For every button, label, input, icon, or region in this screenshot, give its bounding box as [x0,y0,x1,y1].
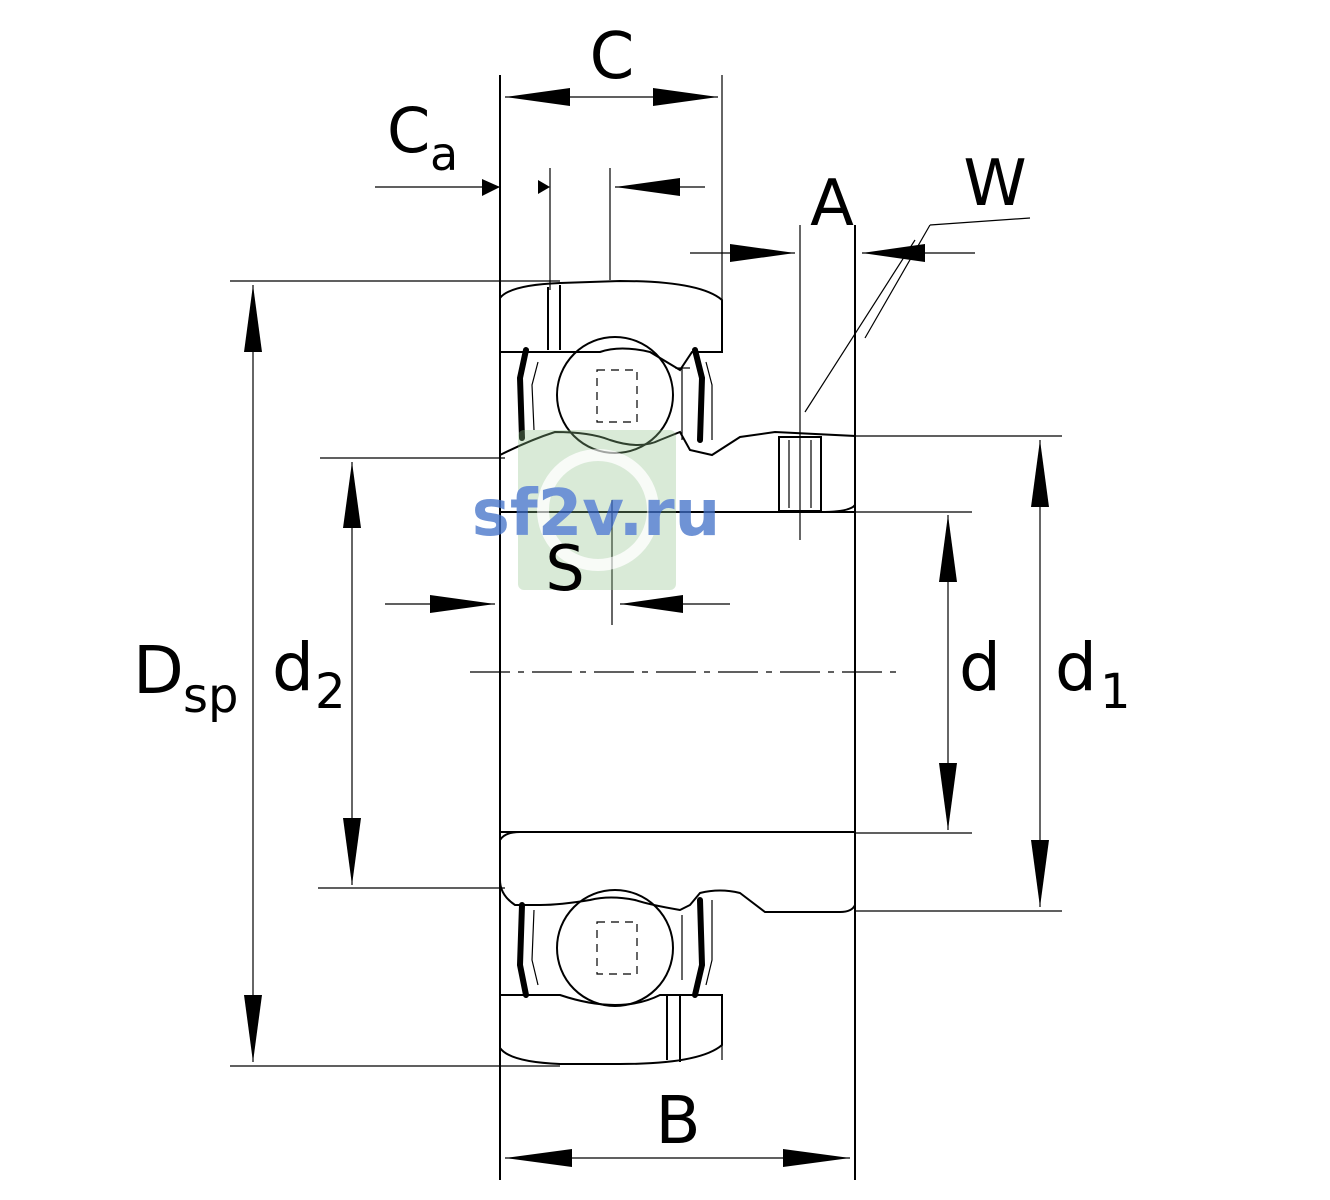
labels: C C a A W S D sp d 2 d d 1 B [133,20,1131,1159]
extension-lines [230,168,1062,1067]
label-S: S [545,532,584,605]
label-B: B [655,1082,700,1159]
dimension-Dsp [244,285,262,1062]
dimension-d2 [343,462,361,885]
inner-ring-top [499,430,856,513]
dimension-d [939,515,957,830]
label-d1-sub: 1 [1100,664,1131,720]
label-W: W [963,147,1026,221]
set-screw [778,412,822,540]
dimension-A [690,244,975,262]
seals [516,347,713,998]
label-d: d [959,629,1001,706]
label-d2-sub: 2 [315,664,346,720]
label-A: A [810,167,854,241]
label-C: C [590,20,635,94]
label-Ca-sub: a [430,127,458,181]
label-Ca-main: C [387,94,430,167]
label-d1-main: d [1055,629,1097,706]
dimension-d1 [1031,440,1049,907]
ball-bottom [556,889,674,1007]
label-d2-main: d [272,629,314,706]
label-Dsp-sub: sp [183,668,238,724]
outer-ring-top [499,279,723,372]
label-Dsp-main: D [133,632,184,709]
dimension-Ca [375,178,705,196]
inner-ring-bottom [499,831,856,913]
outline [470,75,900,1180]
watermark: sf2v.ru [472,430,720,590]
dimension-C [505,88,718,106]
dimension-B [505,1149,850,1167]
watermark-text: sf2v.ru [472,477,720,551]
dimension-S [385,595,730,613]
